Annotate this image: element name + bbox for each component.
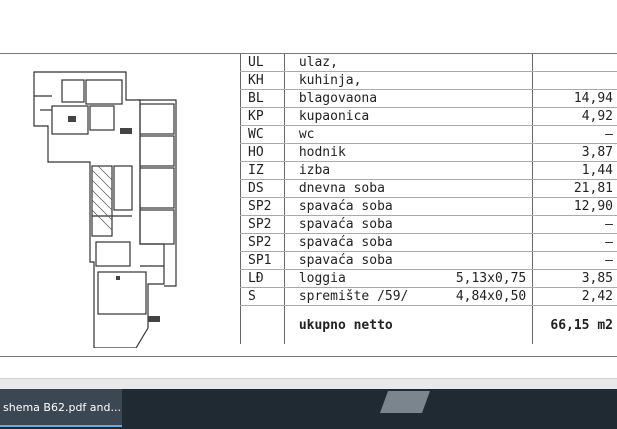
room-area: 3,85 (532, 269, 617, 288)
room-code: SP2 (240, 197, 285, 216)
room-name: spavaća soba (283, 215, 533, 234)
room-area: – (532, 125, 617, 144)
room-area (532, 71, 617, 90)
room-name: spremište /59/4,84x0,50 (283, 287, 533, 306)
room-code: HO (240, 143, 285, 162)
room-code: SP2 (240, 233, 285, 252)
room-name: kuhinja, (283, 71, 533, 90)
room-name: izba (283, 161, 533, 180)
room-code: KP (240, 107, 285, 126)
room-area: – (532, 215, 617, 234)
room-code: WC (240, 125, 285, 144)
room-name: hodnik (283, 143, 533, 162)
room-area: – (532, 251, 617, 270)
room-code: BL (240, 89, 285, 108)
room-area: 21,81 (532, 179, 617, 198)
room-code: KH (240, 71, 285, 90)
room-code: SP1 (240, 251, 285, 270)
scan-bottom-border (0, 356, 617, 357)
room-name: dnevna soba (283, 179, 533, 198)
room-code: SP2 (240, 215, 285, 234)
room-code: UL (240, 54, 285, 72)
total-value: 66,15 m2 (532, 305, 617, 344)
room-name: kupaonica (283, 107, 533, 126)
taskbar-shape-icon (380, 391, 430, 413)
room-code: DS (240, 179, 285, 198)
room-name: spavaća soba (283, 197, 533, 216)
room-area: 1,44 (532, 161, 617, 180)
room-area: 4,92 (532, 107, 617, 126)
room-area: 2,42 (532, 287, 617, 306)
room-name: blagovaona (283, 89, 533, 108)
viewer-gap (0, 378, 617, 390)
scan-top-border (0, 53, 617, 54)
room-area: 14,94 (532, 89, 617, 108)
taskbar-item-pdf[interactable]: shema B62.pdf and... (0, 389, 122, 427)
room-name: wc (283, 125, 533, 144)
total-label: ukupno netto (283, 305, 533, 344)
room-area: – (532, 233, 617, 252)
room-code: IZ (240, 161, 285, 180)
room-area: 3,87 (532, 143, 617, 162)
total-code-cell (240, 305, 285, 344)
room-name: ulaz, (283, 54, 533, 72)
floor-plan-drawing (33, 71, 177, 348)
taskbar: shema B62.pdf and... (0, 389, 617, 429)
room-area: 12,90 (532, 197, 617, 216)
room-name: spavaća soba (283, 251, 533, 270)
room-code: S (240, 287, 285, 306)
room-code: LĐ (240, 269, 285, 288)
room-name: spavaća soba (283, 233, 533, 252)
room-area (532, 54, 617, 72)
room-dimensions: 5,13x0,75 (455, 271, 527, 286)
room-dimensions: 4,84x0,50 (455, 289, 527, 304)
